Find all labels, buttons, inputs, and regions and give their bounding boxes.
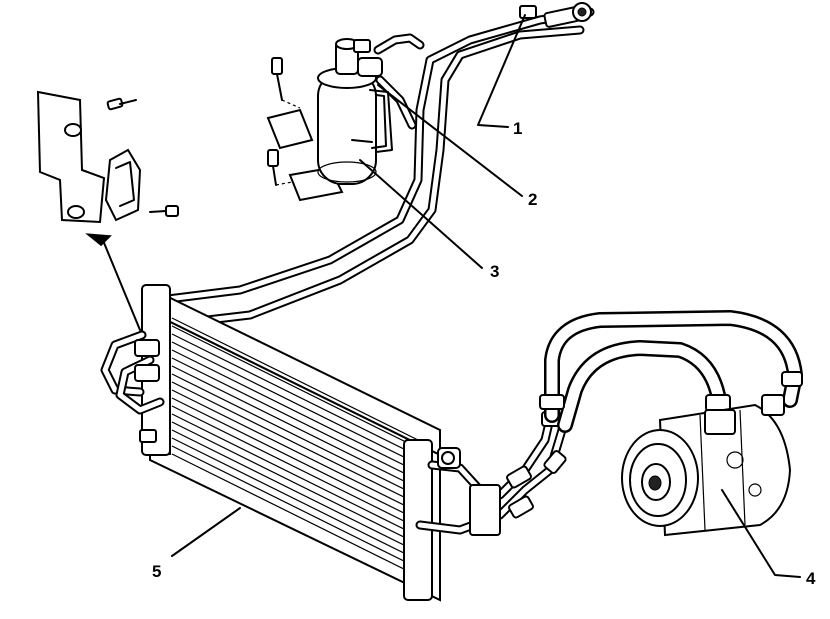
upper-pipe-lines bbox=[155, 2, 595, 330]
callout-labels: 1 2 3 4 5 bbox=[152, 119, 816, 588]
detail-arrow bbox=[85, 233, 141, 331]
leader-line-4 bbox=[721, 489, 801, 578]
leader-lines bbox=[171, 14, 801, 578]
leader-line-3 bbox=[359, 159, 483, 269]
callout-5: 5 bbox=[152, 562, 161, 581]
lower-pipe-lines bbox=[415, 405, 570, 536]
flexible-hoses bbox=[539, 310, 803, 433]
condenser-fins bbox=[171, 317, 419, 577]
callout-2: 2 bbox=[528, 190, 537, 209]
callout-1: 1 bbox=[513, 119, 522, 138]
leader-line-5 bbox=[171, 507, 241, 557]
receiver-drier bbox=[266, 38, 393, 202]
compressor bbox=[621, 394, 792, 537]
condenser bbox=[100, 284, 441, 602]
leader-line-2 bbox=[377, 84, 523, 197]
leader-line-1 bbox=[477, 14, 526, 128]
mounting-bracket-detail bbox=[36, 90, 179, 224]
callout-3: 3 bbox=[490, 262, 499, 281]
callout-4: 4 bbox=[806, 569, 816, 588]
